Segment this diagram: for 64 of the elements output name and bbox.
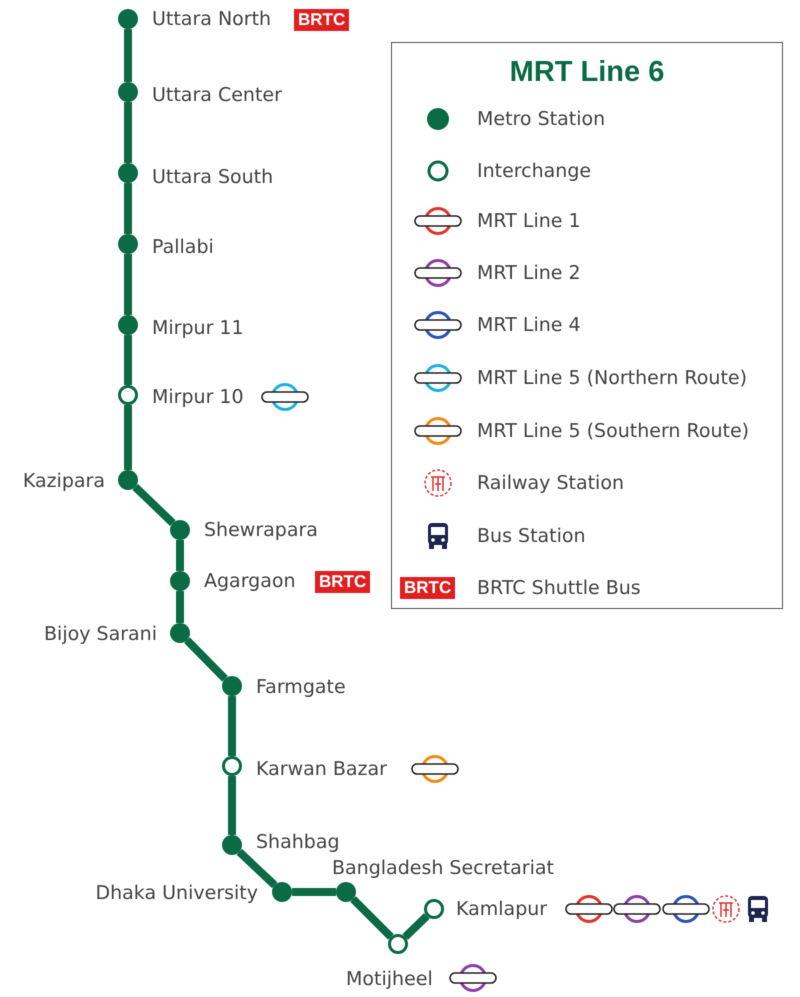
station-marker <box>118 234 138 254</box>
station-name: Mirpur 10 <box>152 385 244 409</box>
interchange-station-marker <box>388 934 408 954</box>
interchange-station-marker <box>424 899 444 919</box>
track-line <box>350 896 394 940</box>
station-name: Uttara North <box>152 7 272 31</box>
station-name: Shahbag <box>256 830 340 854</box>
station-marker <box>118 315 138 335</box>
track-line <box>124 102 132 163</box>
track-line <box>228 696 236 756</box>
station-marker <box>222 835 242 855</box>
station-marker <box>118 82 138 102</box>
legend-text: MRT Line 5 (Northern Route) <box>477 366 747 390</box>
legend-text: MRT Line 1 <box>477 209 581 233</box>
track-line <box>124 254 132 315</box>
station-name: Karwan Bazar <box>256 757 387 781</box>
legend-text: Bus Station <box>477 524 586 548</box>
station-name: Kazipara <box>22 469 105 493</box>
interchange-station-marker <box>118 385 138 405</box>
station-marker <box>222 676 242 696</box>
track-line <box>176 540 184 571</box>
legend-text: MRT Line 5 (Southern Route) <box>477 419 750 443</box>
shuttle-bus-badge: BRTC <box>294 9 350 31</box>
station-marker <box>118 470 138 490</box>
legend-text: Railway Station <box>477 471 624 495</box>
station-marker <box>170 623 190 643</box>
track-line <box>184 637 228 682</box>
station-name: Shewrapara <box>204 518 318 542</box>
station-name: Bangladesh Secretariat <box>332 856 554 880</box>
station-name: Kamlapur <box>456 897 548 921</box>
legend-text: MRT Line 2 <box>477 261 581 285</box>
station-marker <box>118 9 138 29</box>
station-marker <box>272 882 292 902</box>
station-name: Motijheel <box>346 967 433 991</box>
track-line <box>124 29 132 82</box>
interchange-station-marker <box>222 756 242 776</box>
legend-text: Interchange <box>477 159 592 183</box>
station-name: Farmgate <box>256 675 346 699</box>
station-name: Agargaon <box>204 569 296 593</box>
station-name: Uttara South <box>152 165 274 189</box>
station-name: Dhaka University <box>95 881 258 905</box>
track-line <box>292 888 336 896</box>
station-name: Bijoy Sarani <box>44 622 157 646</box>
station-marker <box>170 520 190 540</box>
track-line <box>402 913 430 940</box>
legend-title: MRT Line 6 <box>508 56 666 89</box>
track-line <box>124 183 132 234</box>
station-name: Mirpur 11 <box>152 316 244 340</box>
legend-text: BRTC Shuttle Bus <box>477 576 641 600</box>
track-line <box>124 335 132 385</box>
legend-text: Metro Station <box>477 107 606 131</box>
station-marker <box>118 163 138 183</box>
shuttle-bus-badge: BRTC <box>315 571 370 593</box>
legend-text: MRT Line 4 <box>477 313 581 337</box>
track-line <box>124 405 132 470</box>
track-line <box>176 591 184 623</box>
station-marker <box>170 571 190 591</box>
track-line <box>236 848 278 888</box>
track-line <box>132 484 176 526</box>
station-name: Pallabi <box>152 235 214 259</box>
shuttle-bus-badge: BRTC <box>400 577 456 599</box>
track-line <box>228 776 236 835</box>
station-name: Uttara Center <box>152 83 282 107</box>
station-marker <box>336 882 356 902</box>
